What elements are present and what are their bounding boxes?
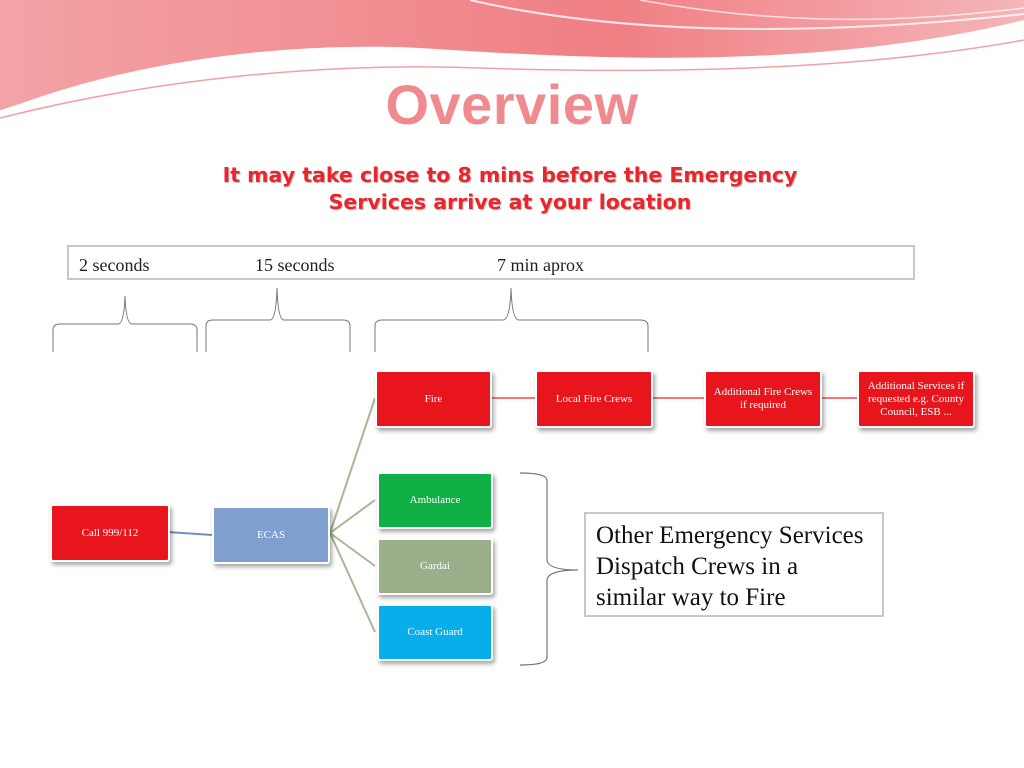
subtitle-line-1: It may take close to 8 mins before the E…	[222, 163, 798, 187]
node-ecas: ECAS	[212, 506, 330, 564]
connector-ecas-coast-guard	[329, 532, 376, 633]
node-additional-services: Additional Services if requested e.g. Co…	[857, 370, 975, 428]
slide-subtitle: It may take close to 8 mins before the E…	[140, 162, 880, 216]
node-local-fire-crews: Local Fire Crews	[535, 370, 653, 428]
brace-15-seconds	[205, 287, 351, 352]
connector-ecas-ambulance	[329, 499, 376, 534]
timeline-segment-15-seconds: 15 seconds	[255, 255, 335, 275]
brace-2-seconds	[52, 295, 198, 352]
node-additional-fire-crews: Additional Fire Crews if required	[704, 370, 822, 428]
connector-ecas-fire	[329, 397, 376, 534]
other-services-note: Other Emergency Services Dispatch Crews …	[584, 512, 884, 617]
connector-call-ecas	[167, 531, 213, 536]
header-wave-decoration	[0, 0, 1024, 119]
brace-7-min	[374, 287, 649, 352]
timeline-bar: 2 seconds 15 seconds 7 min aprox	[67, 245, 915, 280]
slide-title: Overview	[385, 73, 639, 136]
timeline-segment-2-seconds: 2 seconds	[79, 255, 150, 275]
subtitle-line-2: Services arrive at your location	[328, 190, 692, 214]
node-call-999: Call 999/112	[50, 504, 170, 562]
connector-ecas-gardai	[329, 532, 376, 567]
node-gardai: Gardai	[377, 538, 493, 595]
node-coast-guard: Coast Guard	[377, 604, 493, 661]
timeline-segment-7-min: 7 min aprox	[497, 255, 584, 275]
node-fire: Fire	[375, 370, 492, 428]
brace-other-services	[519, 472, 579, 666]
node-ambulance: Ambulance	[377, 472, 493, 529]
